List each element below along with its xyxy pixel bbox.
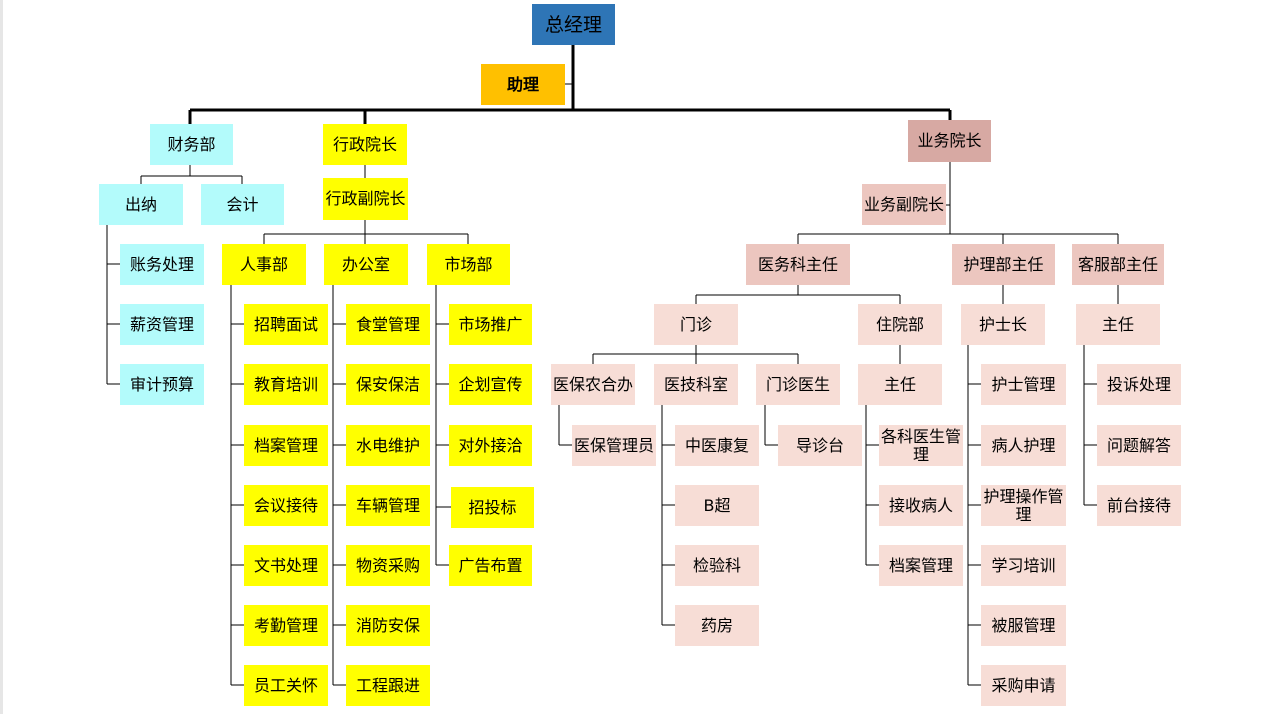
hr-dept-node: 人事部: [222, 244, 306, 285]
tech-item: 药房: [675, 605, 759, 646]
office-item: 水电维护: [346, 425, 430, 466]
nursing-item: 护士管理: [981, 364, 1066, 405]
doctor-item: 导诊台: [778, 425, 862, 466]
hr-item: 员工关怀: [244, 665, 328, 706]
market-item: 市场推广: [449, 304, 532, 345]
hr-item: 招聘面试: [244, 304, 328, 345]
finance-dept-node: 财务部: [150, 124, 233, 165]
hr-item: 考勤管理: [244, 605, 328, 646]
insurance-item: 医保管理员: [572, 425, 656, 466]
hr-item: 教育培训: [244, 364, 328, 405]
medical-director-node: 医务科主任: [746, 244, 850, 285]
admin-dean-node: 行政院长: [323, 124, 407, 165]
service-item: 问题解答: [1097, 425, 1181, 466]
assistant-node: 助理: [481, 64, 565, 105]
service-lead-node: 主任: [1076, 304, 1160, 345]
office-item: 保安保洁: [346, 364, 430, 405]
cashier-node: 出纳: [99, 184, 183, 225]
business-dean-node: 业务院长: [908, 120, 991, 162]
medical-tech-node: 医技科室: [654, 364, 738, 405]
nursing-item: 采购申请: [981, 665, 1066, 706]
insurance-office-node: 医保农合办: [551, 364, 635, 405]
outpatient-node: 门诊: [654, 304, 738, 345]
inpatient-item: 接收病人: [879, 485, 963, 526]
finance-item: 账务处理: [120, 244, 204, 285]
market-item: 广告布置: [449, 545, 532, 586]
nursing-item: 学习培训: [981, 545, 1066, 586]
market-dept-node: 市场部: [427, 244, 510, 285]
office-item: 消防安保: [346, 605, 430, 646]
office-item: 车辆管理: [346, 485, 430, 526]
nursing-director-node: 护理部主任: [952, 244, 1055, 285]
inpatient-item: 各科医生管理: [879, 425, 963, 466]
service-item: 前台接待: [1097, 485, 1181, 526]
left-edge-divider: [0, 0, 3, 714]
nursing-item: 被服管理: [981, 605, 1066, 646]
service-item: 投诉处理: [1097, 364, 1181, 405]
outpatient-doctor-node: 门诊医生: [756, 364, 840, 405]
finance-item: 薪资管理: [120, 304, 204, 345]
hr-item: 档案管理: [244, 425, 328, 466]
inpatient-item: 档案管理: [879, 545, 963, 586]
office-item: 食堂管理: [346, 304, 430, 345]
accounting-node: 会计: [201, 184, 284, 225]
office-node: 办公室: [324, 244, 408, 285]
general-manager-node: 总经理: [532, 4, 615, 45]
office-item: 工程跟进: [346, 665, 430, 706]
inpatient-director-node: 主任: [858, 364, 942, 405]
hr-item: 会议接待: [244, 485, 328, 526]
service-director-node: 客服部主任: [1072, 244, 1164, 285]
market-item: 企划宣传: [449, 364, 532, 405]
finance-item: 审计预算: [120, 364, 204, 405]
tech-item: 检验科: [675, 545, 759, 586]
market-item: 对外接洽: [449, 425, 532, 466]
tech-item: B超: [675, 485, 759, 526]
business-vice-dean-node: 业务副院长: [862, 184, 946, 225]
hr-item: 文书处理: [244, 545, 328, 586]
nursing-item: 病人护理: [981, 425, 1066, 466]
nursing-item: 护理操作管理: [981, 485, 1066, 526]
tech-item: 中医康复: [675, 425, 759, 466]
office-item: 物资采购: [346, 545, 430, 586]
admin-vice-dean-node: 行政副院长: [323, 178, 408, 220]
market-item: 招投标: [451, 487, 534, 528]
head-nurse-node: 护士长: [961, 304, 1045, 345]
inpatient-node: 住院部: [858, 304, 942, 345]
